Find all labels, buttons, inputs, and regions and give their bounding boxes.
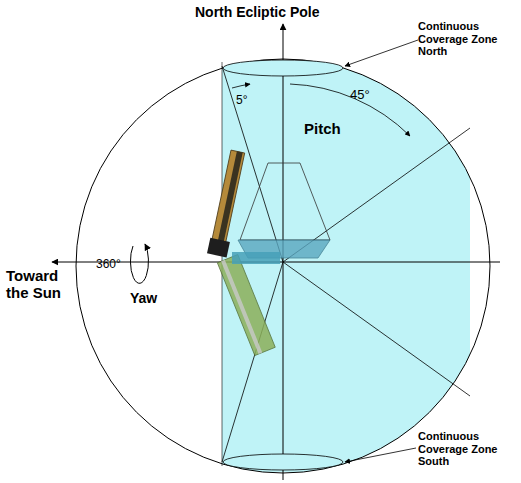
angle-arc [232,84,250,88]
leader-arrow [345,448,416,462]
angle-label: 45° [350,88,370,103]
angle-label: 5° [236,94,247,108]
yaw-arrow [130,244,148,283]
leader-arrow [345,40,418,66]
coverage-zone [223,454,343,470]
axis-label: North Ecliptic Pole [195,4,319,20]
limit-line [283,262,470,396]
sunshield-edge [221,260,262,354]
axis-label: Pitch [304,120,341,137]
angle-label: 360° [96,258,121,272]
sunshield-panel [211,150,244,246]
instrument-module [207,238,230,258]
coverage-zone [223,60,343,76]
spacecraft-bus [232,252,280,264]
axis-label: Yaw [130,290,157,306]
direction-label: Toward the Sun [6,267,78,302]
sunshield-panel [217,255,275,356]
sunshield-outline [240,163,330,240]
zone-label: Continuous Coverage Zone South [418,430,518,468]
sunshield-edge [217,151,243,245]
zone-label: Continuous Coverage Zone North [418,20,518,58]
